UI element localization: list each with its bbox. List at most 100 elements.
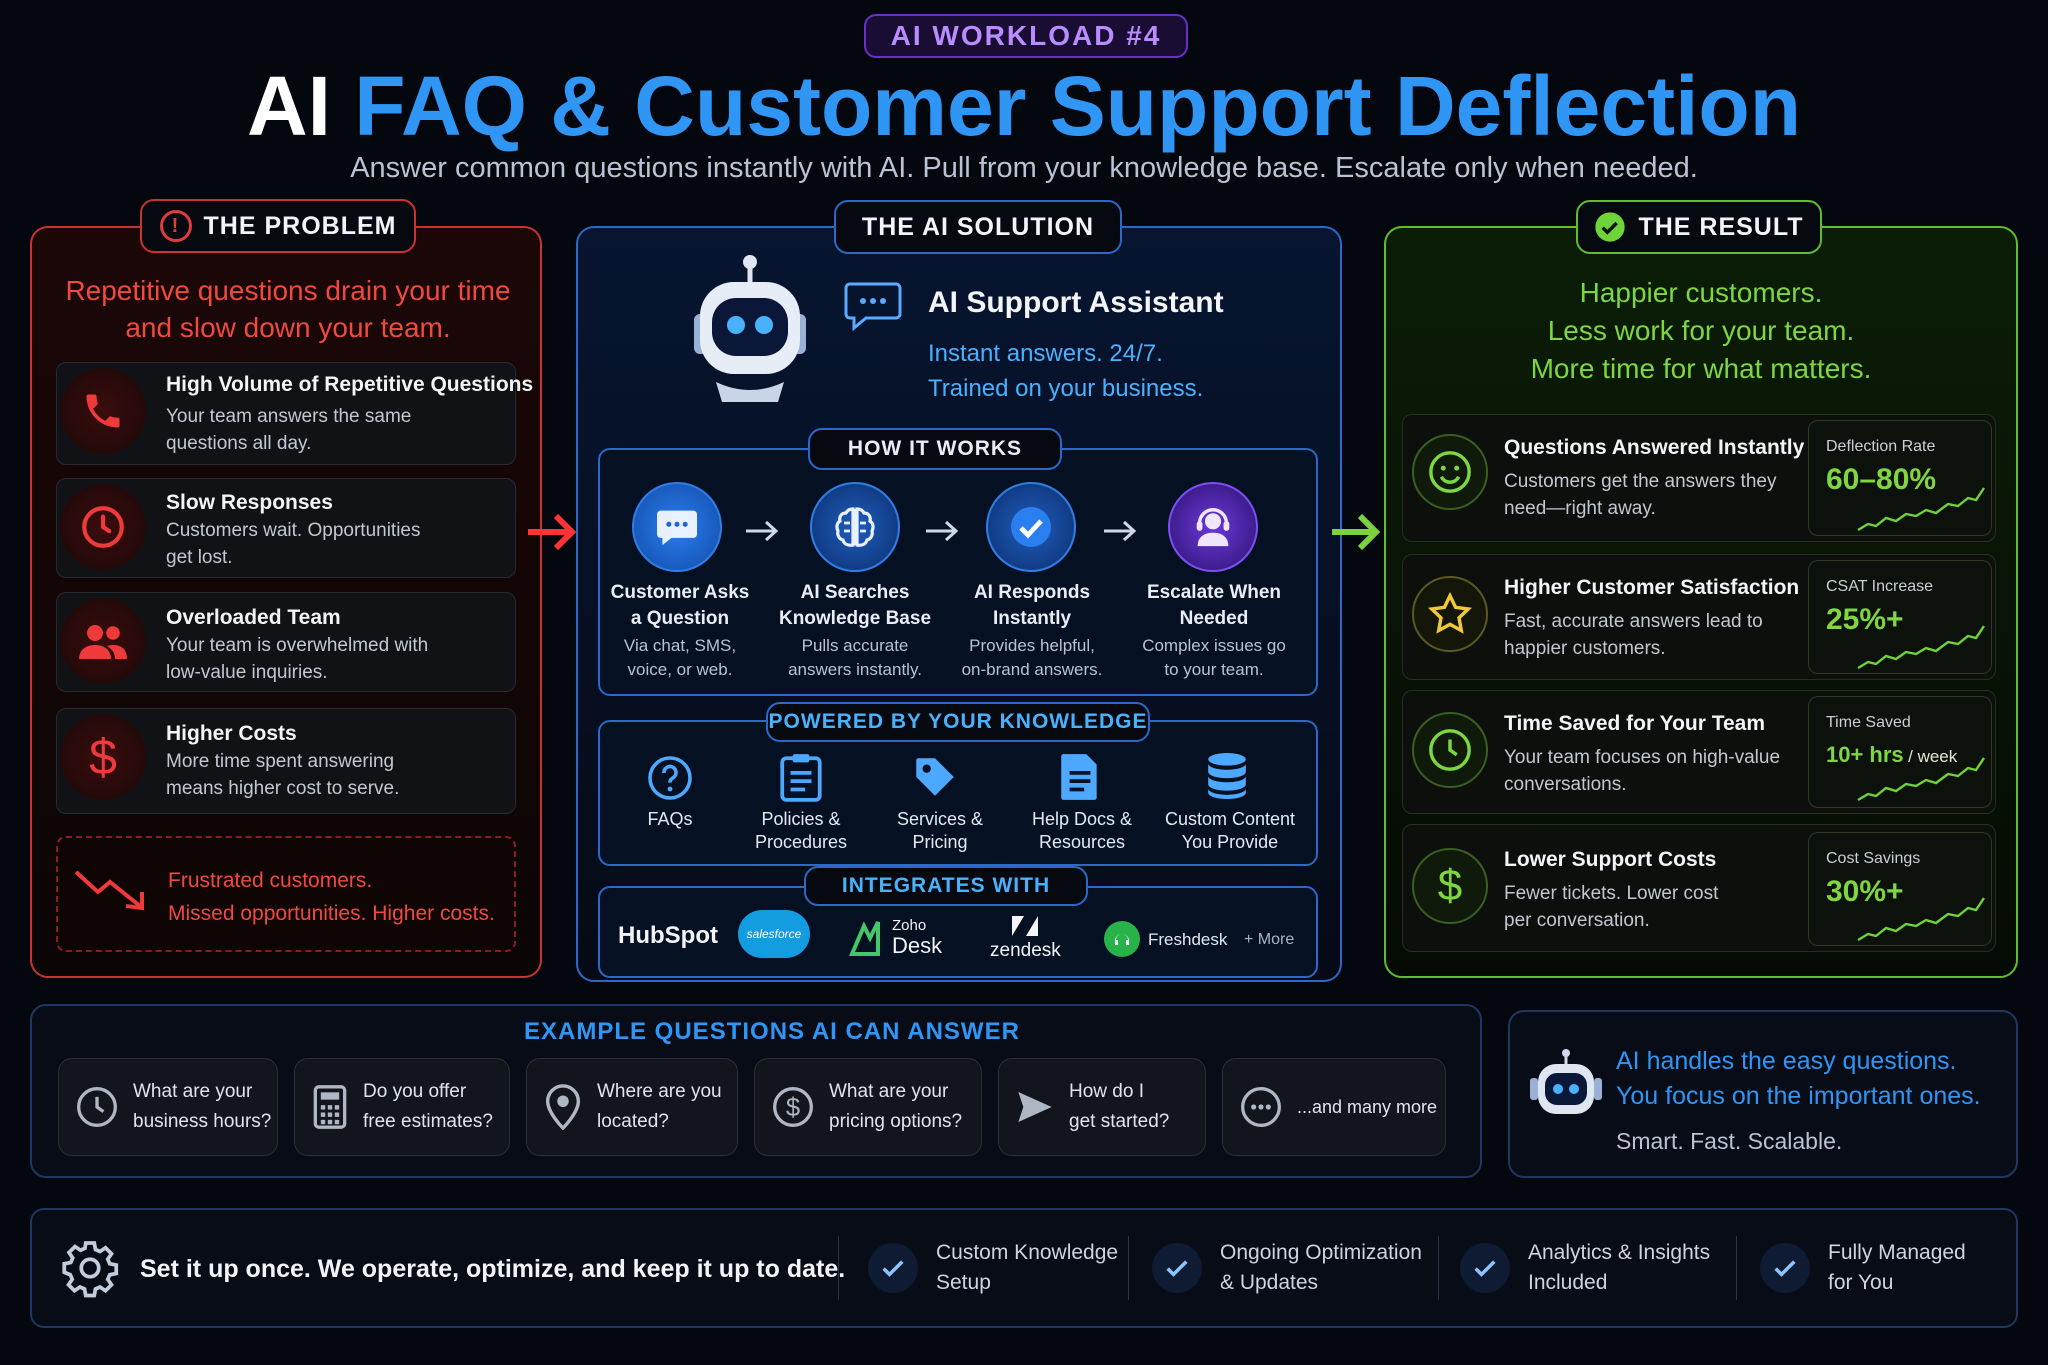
- step-arrow-icon: [1104, 520, 1137, 542]
- stat-label: Cost Savings: [1826, 850, 1921, 867]
- result-item-title: Higher Customer Satisfaction: [1504, 576, 1800, 599]
- knowledge-tab: POWERED BY YOUR KNOWLEDGE: [766, 702, 1150, 742]
- check-circle-icon: [1595, 212, 1626, 242]
- footer-feature: Ongoing Optimization& Updates: [1152, 1238, 1422, 1298]
- result-headline: Happier customers.Less work for your tea…: [1530, 277, 1872, 384]
- brain-icon: [810, 482, 900, 572]
- example-question[interactable]: ...and many more: [1222, 1058, 1446, 1156]
- result-tab-label: THE RESULT: [1638, 212, 1804, 241]
- stat-value: 60–80%: [1826, 463, 1937, 496]
- problem-callout: [56, 836, 516, 952]
- clock-icon: [77, 1087, 117, 1127]
- check-icon: [1460, 1243, 1510, 1293]
- stat-label: Deflection Rate: [1826, 438, 1936, 455]
- page-title: AI FAQ & Customer Support Deflection: [0, 56, 2048, 156]
- step-arrow-icon: [926, 520, 959, 542]
- arrow-right-icon: [1332, 513, 1381, 551]
- clock-icon: [60, 484, 146, 570]
- more-integrations: + More: [1244, 931, 1295, 948]
- sparkline: [1857, 757, 1985, 802]
- problem-item-title: Slow Responses: [166, 491, 333, 514]
- freshdesk-logo: Freshdesk: [1148, 930, 1228, 949]
- arrow-right-icon: [528, 513, 577, 551]
- robot-small-icon: [1530, 1049, 1602, 1114]
- problem-item-title: Higher Costs: [166, 722, 297, 745]
- examples-title: EXAMPLE QUESTIONS AI CAN ANSWER: [524, 1018, 1020, 1045]
- problem-item-title: High Volume of Repetitive Questions: [166, 373, 534, 396]
- calculator-icon: [313, 1085, 347, 1129]
- stat-label: Time Saved: [1826, 714, 1911, 731]
- result-item-title: Questions Answered Instantly: [1504, 436, 1805, 459]
- footer-bar: [30, 1208, 2018, 1328]
- check-step-icon: [986, 482, 1076, 572]
- zoho-desk-icon: [848, 921, 880, 956]
- price-tag-icon: [916, 758, 954, 796]
- promo-text: AI handles the easy questions.You focus …: [1616, 1047, 1981, 1110]
- smile-icon: [1412, 434, 1488, 510]
- callout-text: Frustrated customers.Missed opportunitie…: [168, 869, 495, 925]
- how-it-works-tab: HOW IT WORKS: [808, 428, 1062, 470]
- step-arrow-icon: [746, 520, 779, 542]
- hubspot-logo: HubSpot: [618, 922, 718, 949]
- zendesk-icon: [1012, 916, 1038, 936]
- problem-tab: ! THE PROBLEM: [140, 199, 416, 253]
- dollar-icon: $: [1412, 848, 1488, 924]
- robot-icon: [676, 252, 836, 412]
- clock-icon: [1412, 712, 1488, 788]
- problem-tab-label: THE PROBLEM: [203, 211, 397, 240]
- example-text: ...and many more: [1297, 1097, 1438, 1117]
- question-icon: [648, 756, 692, 800]
- workload-tag: AI WORKLOAD #4: [864, 14, 1188, 58]
- stat-value: 30%+: [1826, 875, 1904, 908]
- sparkline: [1857, 487, 1985, 532]
- knowledge-faqs: FAQs: [647, 809, 693, 829]
- knowledge-box: [598, 720, 1318, 866]
- stat-label: CSAT Increase: [1826, 578, 1934, 595]
- stat-card: [1808, 420, 1992, 536]
- promo-tagline: Smart. Fast. Scalable.: [1616, 1128, 1843, 1154]
- clipboard-icon: [780, 754, 822, 802]
- salesforce-logo: salesforce: [738, 910, 810, 958]
- sparkline: [1857, 625, 1985, 670]
- team-icon: [60, 598, 146, 684]
- title-blue: FAQ & Customer Support Deflection: [354, 59, 1802, 153]
- title-white: AI: [246, 59, 331, 153]
- star-icon: [1412, 576, 1488, 652]
- problem-item-title: Overloaded Team: [166, 606, 341, 629]
- svg-text:$: $: [786, 1094, 800, 1122]
- dollar-icon: $: [60, 714, 146, 800]
- chat-bubble-icon: [844, 280, 902, 337]
- more-dots-icon: [1241, 1087, 1281, 1127]
- check-icon: [868, 1243, 918, 1293]
- page-subtitle: Answer common questions instantly with A…: [350, 152, 1698, 184]
- stat-value: 25%+: [1826, 603, 1904, 636]
- footer-divider: [838, 1236, 839, 1300]
- dollar-circle-icon: $: [773, 1087, 813, 1127]
- assistant-tagline: Instant answers. 24/7.Trained on your bu…: [928, 340, 1204, 402]
- stat-value: 10+ hrs / week: [1826, 742, 1958, 767]
